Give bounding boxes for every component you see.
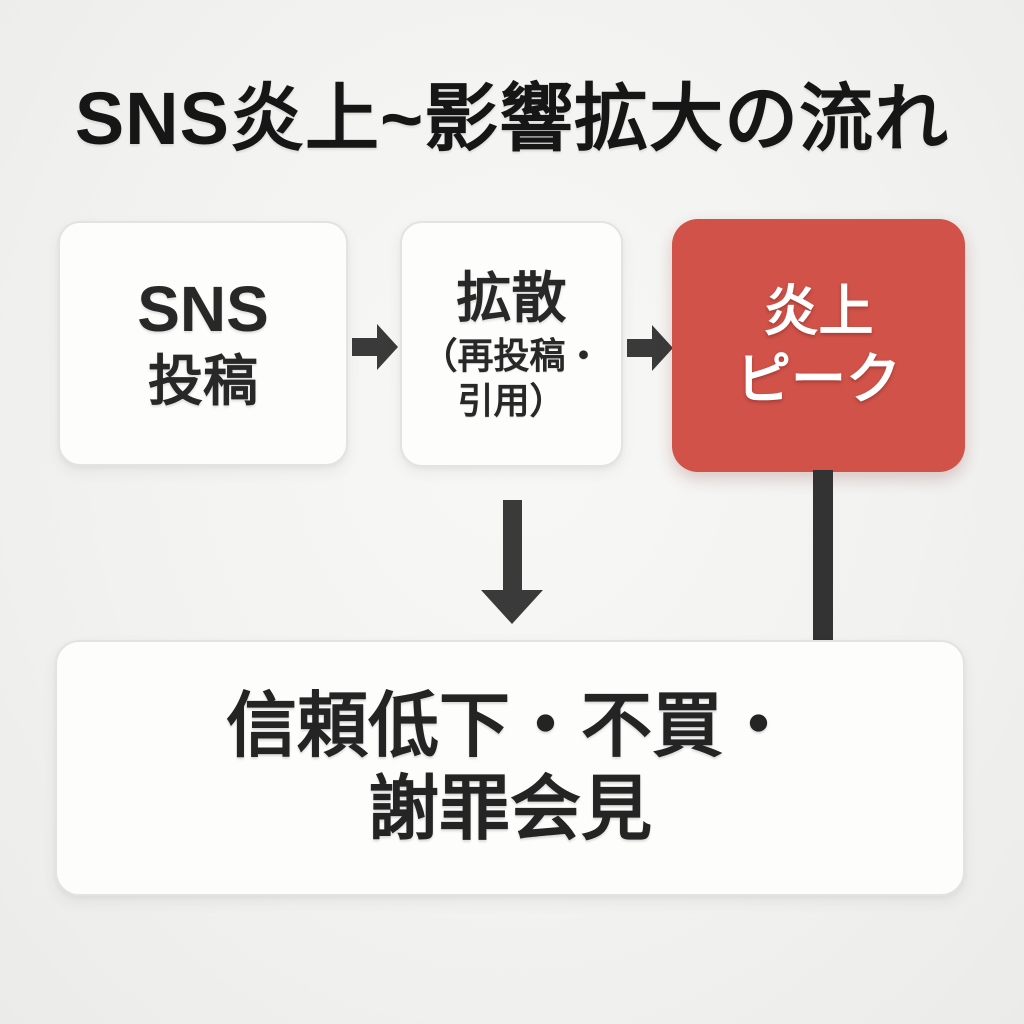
arrow-shaft xyxy=(627,339,652,357)
node-impact-line2: 謝罪会見 xyxy=(367,770,652,849)
diagram-title: SNS炎上~影響拡大の流れ xyxy=(74,77,950,160)
node-spread: 拡散 （再投稿・ 引用） xyxy=(400,221,623,467)
node-spread-line3: 引用） xyxy=(457,379,566,421)
arrow-shaft xyxy=(502,500,522,590)
connector-peak-to-impact xyxy=(813,470,833,642)
arrow-post-to-spread xyxy=(352,324,398,370)
arrow-head-down-icon xyxy=(481,590,543,624)
node-sns-post-line2: 投稿 xyxy=(147,349,258,412)
node-sns-post-line1: SNS xyxy=(137,273,269,346)
node-flame-peak: 炎上 ピーク xyxy=(672,219,965,472)
arrow-shaft xyxy=(352,338,377,356)
node-sns-post: SNS 投稿 xyxy=(58,221,348,466)
node-flame-peak-line2: ピーク xyxy=(735,347,901,410)
arrow-head-right-icon xyxy=(652,325,673,371)
node-impact: 信頼低下・不買・ 謝罪会見 xyxy=(55,640,965,896)
node-flame-peak-line1: 炎上 xyxy=(763,280,874,343)
node-spread-line1: 拡散 xyxy=(456,267,567,330)
arrow-spread-to-impact xyxy=(481,500,543,624)
node-spread-line2: （再投稿・ xyxy=(421,334,602,376)
node-impact-line1: 信頼低下・不買・ xyxy=(225,686,794,766)
arrow-head-right-icon xyxy=(377,324,398,370)
arrow-spread-to-peak xyxy=(627,325,673,371)
